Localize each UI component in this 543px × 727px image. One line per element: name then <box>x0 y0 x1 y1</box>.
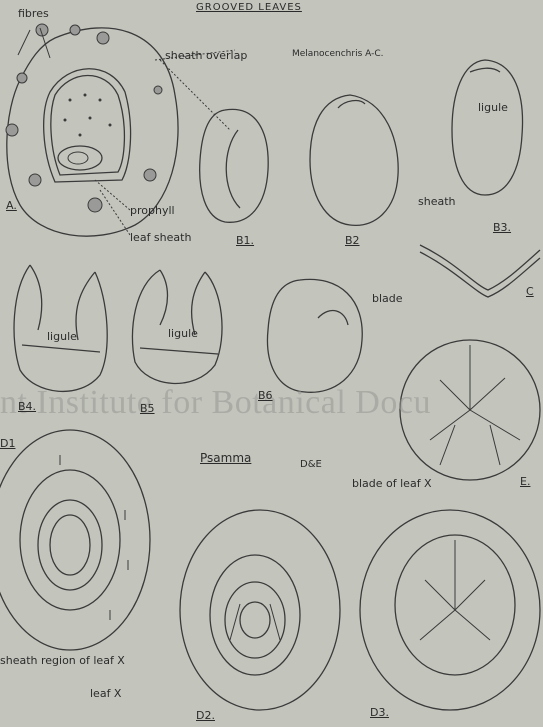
fig-label-e: E. <box>520 476 530 487</box>
figure-d1-drawing <box>0 430 150 650</box>
label-leaf-x: leaf X <box>90 688 121 699</box>
label-prophyll: prophyll <box>130 205 175 216</box>
fig-label-b5: B5 <box>140 403 155 414</box>
plate-subtitle: Melanocenchris A-C. <box>292 50 383 59</box>
plate-title: GROOVED LEAVES <box>196 3 302 13</box>
figure-b4-drawing <box>14 265 107 391</box>
label-ligule-b4: ligule <box>47 331 77 342</box>
fig-label-b2: B2 <box>345 235 360 246</box>
fig-label-a: A. <box>6 200 17 211</box>
fig-label-c: C <box>526 286 534 297</box>
fig-label-b6: B6 <box>258 390 273 401</box>
figure-b2-drawing <box>310 95 398 225</box>
label-leaf-sheath: leaf sheath <box>130 232 191 243</box>
label-sheath-region: sheath region of leaf X <box>0 655 125 666</box>
label-fibres: fibres <box>18 8 49 19</box>
fig-label-d1: D1 <box>0 438 15 449</box>
label-sheath: sheath <box>418 196 456 207</box>
figure-c-drawing <box>420 245 540 297</box>
figure-b3-drawing <box>452 60 523 195</box>
fig-label-d3: D3. <box>370 707 389 718</box>
fig-label-d2: D2. <box>196 710 215 721</box>
label-ligule-b5: ligule <box>168 328 198 339</box>
figure-d3-drawing <box>360 510 540 710</box>
figure-d2-drawing <box>180 510 340 710</box>
label-blade-of-leaf-x: blade of leaf X <box>352 478 432 489</box>
figure-b1-drawing <box>200 109 269 222</box>
fig-label-b3: B3. <box>493 222 511 233</box>
label-sheath-overlap: sheath overlap <box>165 50 247 61</box>
fig-label-b4: B4. <box>18 401 36 412</box>
label-ligule-b3: ligule <box>478 102 508 113</box>
label-psamma: Psamma <box>200 452 251 464</box>
fig-label-b1: B1. <box>236 235 254 246</box>
label-d-and-e: D&E <box>300 460 322 470</box>
figure-b6-drawing <box>267 279 362 392</box>
label-blade: blade <box>372 293 403 304</box>
